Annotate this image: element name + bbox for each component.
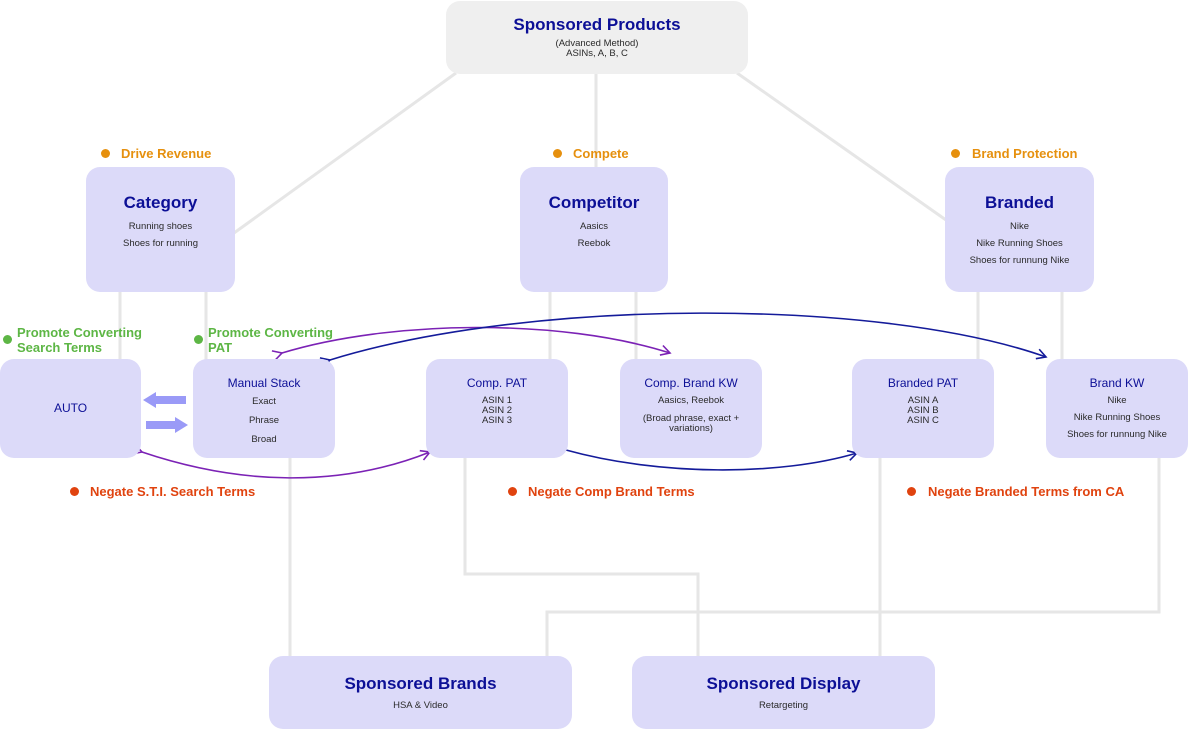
promote-dot-pat [194, 335, 203, 344]
promote-pat: Promote Converting PAT [208, 325, 333, 355]
negate-comp-brand-terms: Negate Comp Brand Terms [528, 484, 695, 499]
sponsored-brands-title: Sponsored Brands [344, 674, 497, 693]
comp-pat-asin: ASIN 2 [481, 405, 513, 416]
branded-box: Branded Nike Nike Running Shoes Shoes fo… [945, 167, 1094, 292]
connector-brand-kw-brands [545, 458, 1161, 656]
goal-brand-protection: Brand Protection [972, 146, 1078, 161]
sponsored-display-box: Sponsored Display Retargeting [632, 656, 935, 729]
branded-pat-asin: ASIN C [907, 415, 939, 426]
sponsored-products-method: (Advanced Method) [555, 38, 639, 49]
arrow-comp-pat-to-branded-pat [555, 442, 859, 471]
manual-stack-line: Phrase [248, 415, 280, 426]
arrow-auto-to-comp-pat [131, 443, 432, 479]
sponsored-products-box: Sponsored Products (Advanced Method) ASI… [446, 1, 748, 74]
brand-kw-title: Brand KW [1089, 376, 1145, 390]
category-line: Shoes for running [123, 238, 198, 249]
promote-dot-search-terms [3, 335, 12, 344]
branded-line: Shoes for runnung Nike [969, 255, 1070, 266]
category-box: Category Running shoes Shoes for running [86, 167, 235, 292]
competitor-title: Competitor [548, 193, 640, 212]
branded-pat-asin: ASIN B [907, 405, 939, 416]
comp-pat-asin: ASIN 3 [481, 415, 513, 426]
connector-root-branded [736, 71, 947, 222]
block-arrow-right [146, 417, 188, 433]
sponsored-brands-box: Sponsored Brands HSA & Video [269, 656, 572, 729]
auto-title: AUTO [53, 401, 88, 415]
auto-box: AUTO [0, 359, 141, 458]
category-title: Category [123, 193, 198, 212]
promote-pat-line2: PAT [208, 340, 233, 355]
comp-brand-kw-line: (Broad phrase, exact + [642, 413, 740, 424]
comp-brand-kw-line: Aasics, Reebok [657, 395, 724, 406]
sponsored-display-title: Sponsored Display [706, 674, 861, 693]
negate-branded-terms: Negate Branded Terms from CA [928, 484, 1125, 499]
connector-lines [118, 71, 1161, 656]
promote-search-terms: Promote Converting Search Terms [17, 325, 142, 355]
goal-dot-compete [553, 149, 562, 158]
goal-dot-protection [951, 149, 960, 158]
arrow-comp-brand-kw-to-manual [271, 326, 672, 361]
competitor-box: Competitor Aasics Reebok [520, 167, 668, 292]
brand-kw-line: Nike [1107, 395, 1127, 406]
manual-stack-title: Manual Stack [227, 376, 301, 390]
comp-brand-kw-title: Comp. Brand KW [644, 376, 738, 390]
comp-brand-kw-box: Comp. Brand KW Aasics, Reebok (Broad phr… [620, 359, 762, 458]
comp-pat-box: Comp. PAT ASIN 1 ASIN 2 ASIN 3 [426, 359, 568, 458]
promote-search-terms-line2: Search Terms [17, 340, 103, 355]
brand-kw-box: Brand KW Nike Nike Running Shoes Shoes f… [1046, 359, 1188, 458]
sponsored-brands-line: HSA & Video [393, 700, 448, 711]
goal-drive-revenue: Drive Revenue [121, 146, 212, 161]
comp-pat-asin: ASIN 1 [481, 395, 513, 406]
manual-stack-line: Exact [252, 396, 276, 407]
branded-pat-asin: ASIN A [907, 395, 939, 406]
brand-kw-line: Shoes for runnung Nike [1067, 429, 1167, 440]
promote-pat-line1: Promote Converting [208, 325, 333, 340]
competitor-line: Aasics [580, 221, 608, 232]
category-line: Running shoes [128, 221, 193, 232]
brand-kw-line: Nike Running Shoes [1073, 412, 1161, 423]
manual-stack-box: Manual Stack Exact Phrase Broad [193, 359, 335, 458]
sponsored-display-line: Retargeting [758, 700, 809, 711]
branded-pat-title: Branded PAT [887, 376, 959, 390]
branded-pat-box: Branded PAT ASIN A ASIN B ASIN C [852, 359, 994, 458]
negate-dot-comp [508, 487, 517, 496]
branded-line: Nike Running Shoes [976, 238, 1063, 249]
connector-comp-pat-display [463, 458, 700, 656]
arrow-manual-to-brand-kw [319, 312, 1048, 368]
goal-compete: Compete [573, 146, 629, 161]
comp-brand-kw-line: variations) [669, 423, 713, 434]
comp-pat-title: Comp. PAT [466, 376, 528, 390]
promote-search-terms-line1: Promote Converting [17, 325, 142, 340]
competitor-line: Reebok [577, 238, 611, 249]
negate-sti-search-terms: Negate S.T.I. Search Terms [90, 484, 256, 499]
negate-dot-branded [907, 487, 916, 496]
sponsored-products-title: Sponsored Products [513, 15, 681, 34]
goal-dot-revenue [101, 149, 110, 158]
sponsored-products-asins: ASINs, A, B, C [566, 48, 628, 59]
branded-line: Nike [1009, 221, 1029, 232]
branded-title: Branded [985, 193, 1054, 212]
connector-root-category [233, 71, 457, 235]
block-arrow-left [143, 392, 186, 408]
negate-dot-sti [70, 487, 79, 496]
manual-stack-line: Broad [251, 434, 277, 445]
